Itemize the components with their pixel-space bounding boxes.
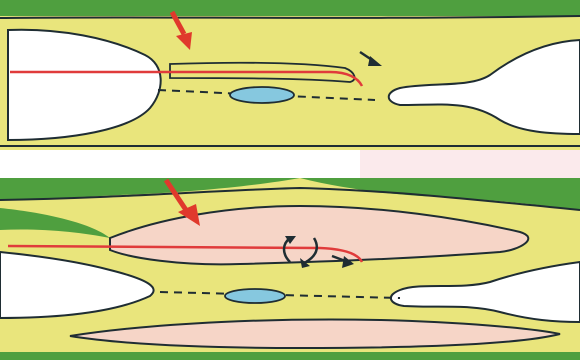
upper-thrombus [230, 87, 294, 103]
upper-tissue-strip [0, 0, 580, 16]
upper-panel [0, 0, 580, 150]
panel-gap-tint [360, 150, 580, 178]
lower-tissue-bottom [0, 352, 580, 360]
lower-panel [0, 178, 580, 360]
lower-thrombus [225, 289, 285, 303]
